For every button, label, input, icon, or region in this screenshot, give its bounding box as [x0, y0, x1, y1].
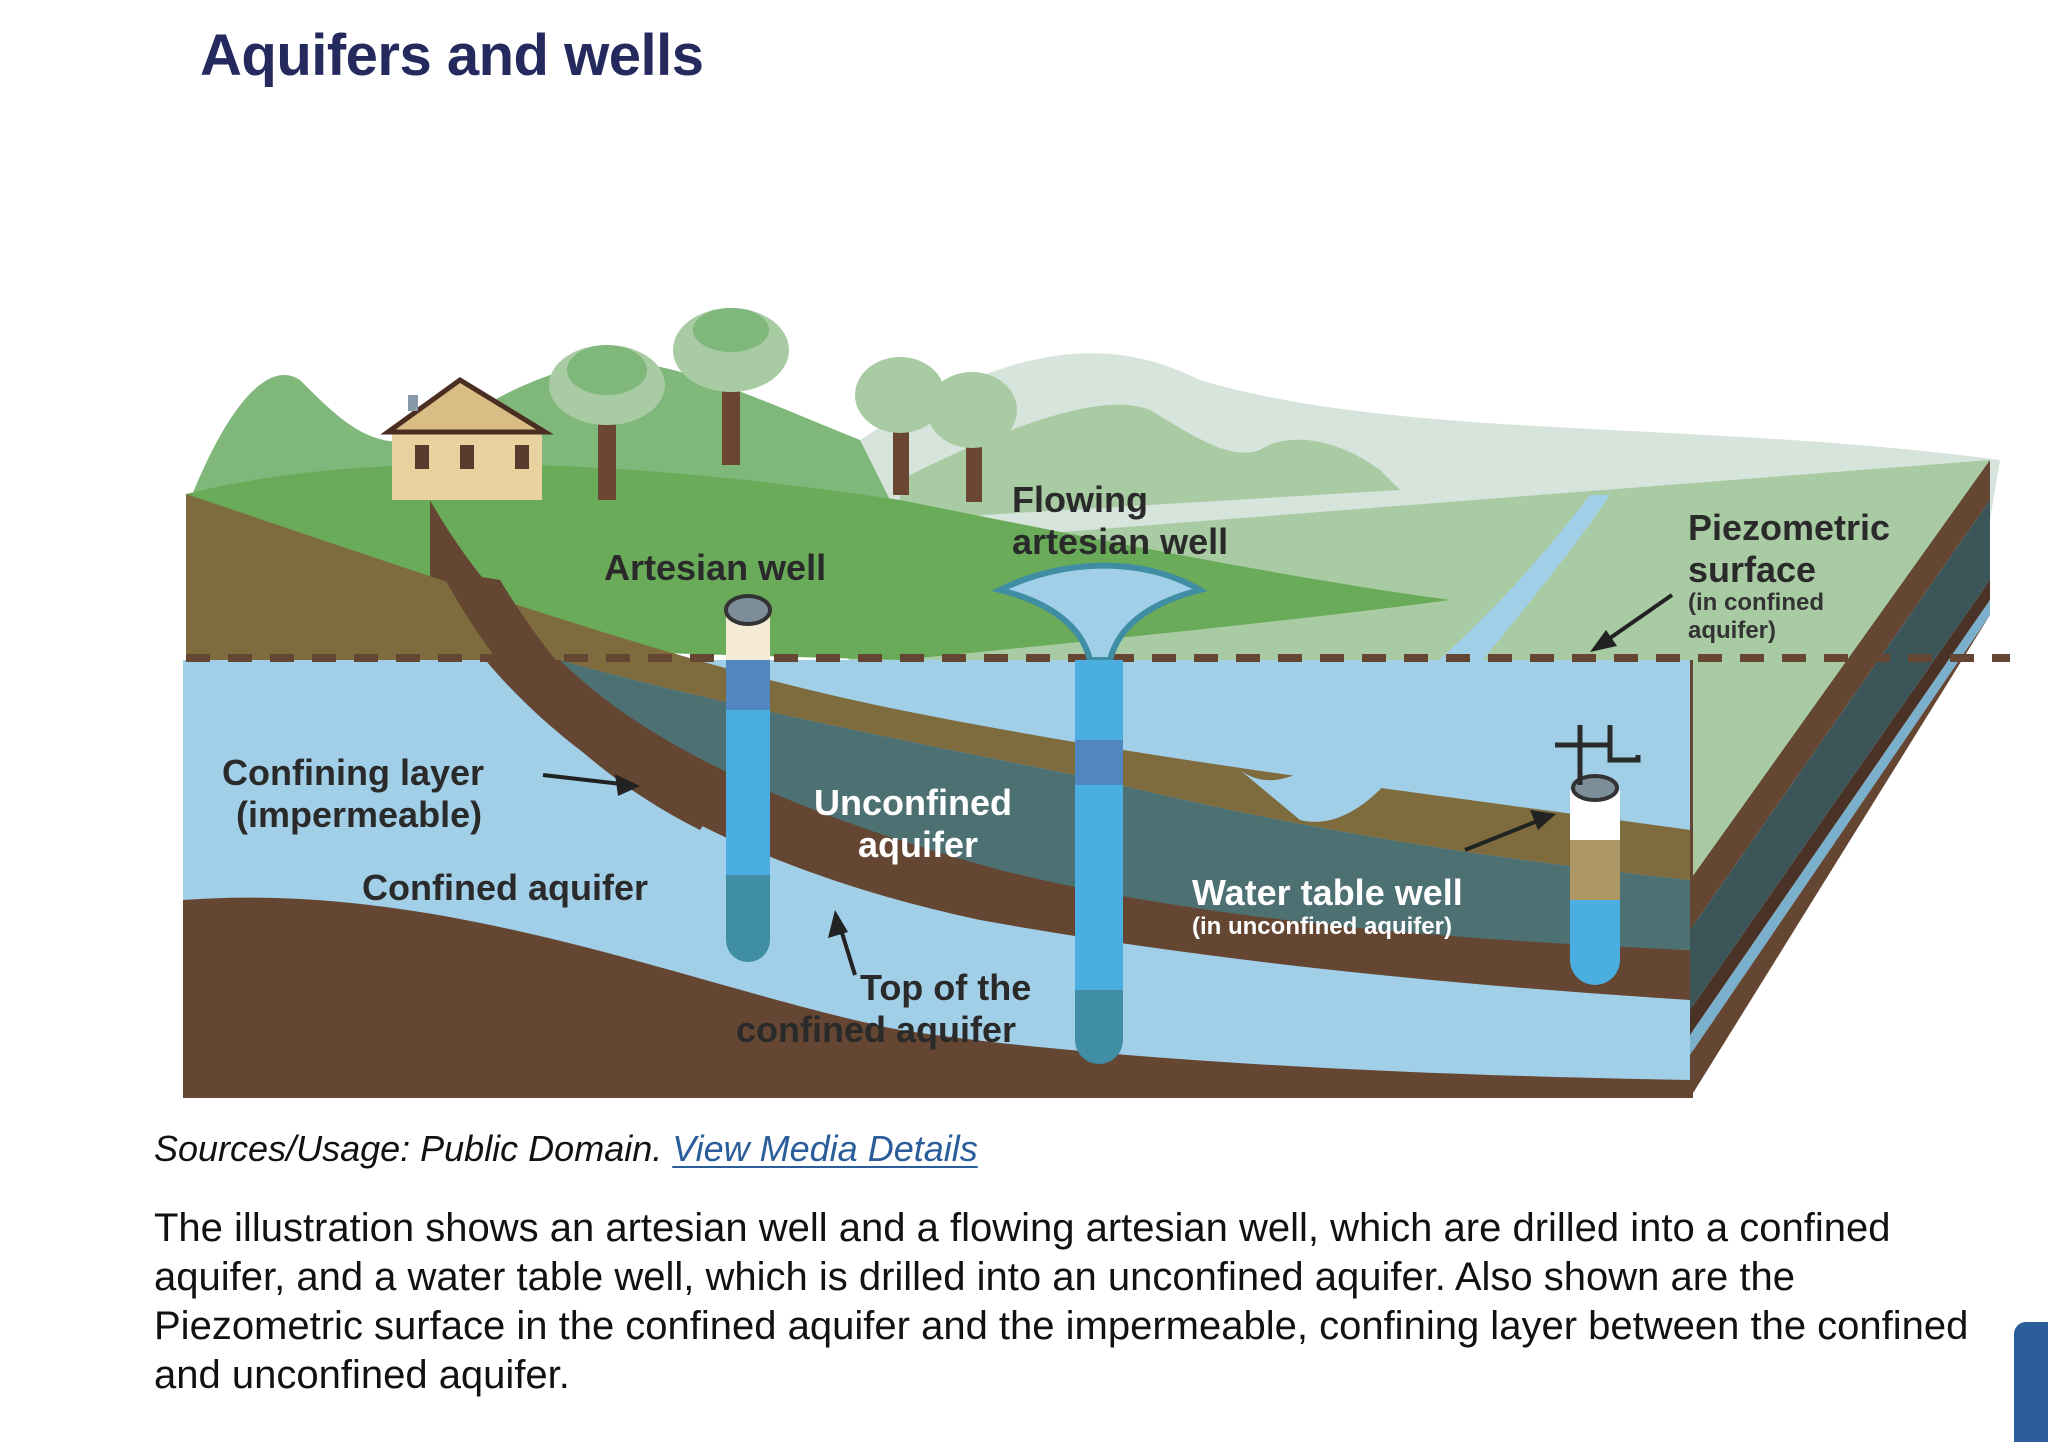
label-top-confined-1: Top of the	[860, 967, 1031, 1008]
side-face-aquifer	[1690, 500, 1990, 1010]
label-top-confined-2: confined aquifer	[736, 1009, 1016, 1050]
media-caption: Sources/Usage: Public Domain. View Media…	[154, 1128, 978, 1170]
tree-icon	[927, 372, 1017, 502]
confining-layer	[430, 500, 1690, 1000]
tree-icon	[855, 357, 945, 495]
stream	[1240, 495, 1610, 822]
mid-hills	[900, 404, 1400, 520]
view-media-details-link[interactable]: View Media Details	[672, 1128, 978, 1169]
unconfined-aquifer	[560, 660, 1690, 950]
floating-action-button[interactable]	[2014, 1322, 2048, 1442]
label-piezometric-sub1: (in confined	[1688, 589, 1824, 616]
label-flowing-1: Flowing	[1012, 479, 1148, 520]
side-face-soil	[1690, 460, 1990, 930]
label-confining-2: (impermeable)	[236, 794, 482, 835]
label-piezometric-1: Piezometric	[1688, 507, 1890, 548]
label-flowing-2: artesian well	[1012, 521, 1228, 562]
aquifer-diagram: Artesian well Flowing artesian well Piez…	[183, 308, 2010, 1098]
side-face-confining	[1690, 580, 1990, 1035]
tree-icon	[549, 345, 665, 500]
arrow-confining-layer	[542, 773, 640, 796]
arrow-water-table	[1464, 810, 1556, 852]
page-title: Aquifers and wells	[200, 23, 704, 88]
label-artesian-well: Artesian well	[604, 547, 826, 588]
flowing-artesian-well	[991, 562, 1208, 1064]
house-icon	[380, 376, 554, 500]
image-description: The illustration shows an artesian well …	[154, 1206, 1969, 1397]
label-confining-1: Confining layer	[222, 752, 484, 793]
label-piezometric-sub2: aquifer)	[1688, 617, 1776, 644]
label-confined-aquifer: Confined aquifer	[362, 867, 648, 908]
label-piezometric-2: surface	[1688, 549, 1816, 590]
water-table-well	[1555, 725, 1641, 985]
arrow-piezometric	[1590, 593, 1674, 652]
arrow-top-confined	[828, 910, 857, 976]
side-face-water	[1690, 600, 1990, 1055]
artesian-well	[724, 594, 772, 962]
label-unconfined-2: aquifer	[858, 824, 978, 865]
side-face-bedrock	[1690, 615, 1990, 1098]
confining-wedge-left	[440, 570, 720, 830]
label-unconfined-1: Unconfined	[814, 782, 1012, 823]
label-water-table-well: Water table well	[1192, 872, 1463, 913]
label-water-table-sub: (in unconfined aquifer)	[1192, 913, 1452, 940]
usage-text: Sources/Usage: Public Domain.	[154, 1128, 663, 1169]
tree-icon	[673, 308, 789, 465]
